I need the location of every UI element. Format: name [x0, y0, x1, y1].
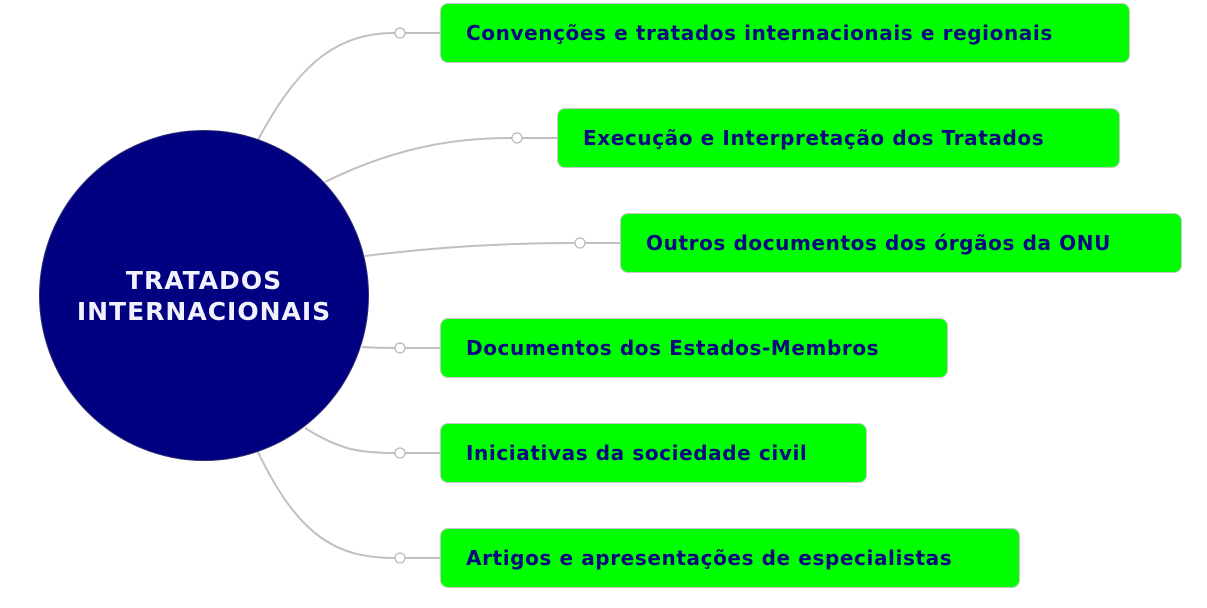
- topic-label: Convenções e tratados internacionais e r…: [466, 21, 1053, 45]
- connector-2: [324, 137, 557, 183]
- topic-label: Artigos e apresentações de especialistas: [466, 546, 953, 570]
- topic-label: Execução e Interpretação dos Tratados: [583, 126, 1045, 150]
- collapse-toggle-6: [394, 552, 406, 564]
- topic-estados-membros[interactable]: Documentos dos Estados-Membros: [440, 318, 948, 378]
- topic-label: Outros documentos dos órgãos da ONU: [646, 231, 1111, 255]
- topic-outros-documentos[interactable]: Outros documentos dos órgãos da ONU: [620, 213, 1182, 273]
- connector-3: [364, 242, 620, 257]
- topic-label: Iniciativas da sociedade civil: [466, 441, 808, 465]
- connector-5: [304, 427, 440, 454]
- topic-especialistas[interactable]: Artigos e apresentações de especialistas: [440, 528, 1020, 588]
- connector-6: [257, 451, 440, 559]
- topic-execucao[interactable]: Execução e Interpretação dos Tratados: [557, 108, 1120, 168]
- connector-1: [257, 32, 440, 141]
- topic-label: Documentos dos Estados-Membros: [466, 336, 880, 360]
- collapse-toggle-4: [394, 342, 406, 354]
- topic-sociedade-civil[interactable]: Iniciativas da sociedade civil: [440, 423, 867, 483]
- topic-convencoes[interactable]: Convenções e tratados internacionais e r…: [440, 3, 1130, 63]
- collapse-toggle-5: [394, 447, 406, 459]
- collapse-toggle-3: [574, 237, 586, 249]
- central-topic-line2: INTERNACIONAIS: [76, 296, 332, 326]
- collapse-toggle-1: [394, 27, 406, 39]
- collapse-toggle-2: [511, 132, 523, 144]
- central-topic-line1: TRATADOS: [125, 265, 283, 295]
- central-topic[interactable]: TRATADOS INTERNACIONAIS: [39, 130, 369, 461]
